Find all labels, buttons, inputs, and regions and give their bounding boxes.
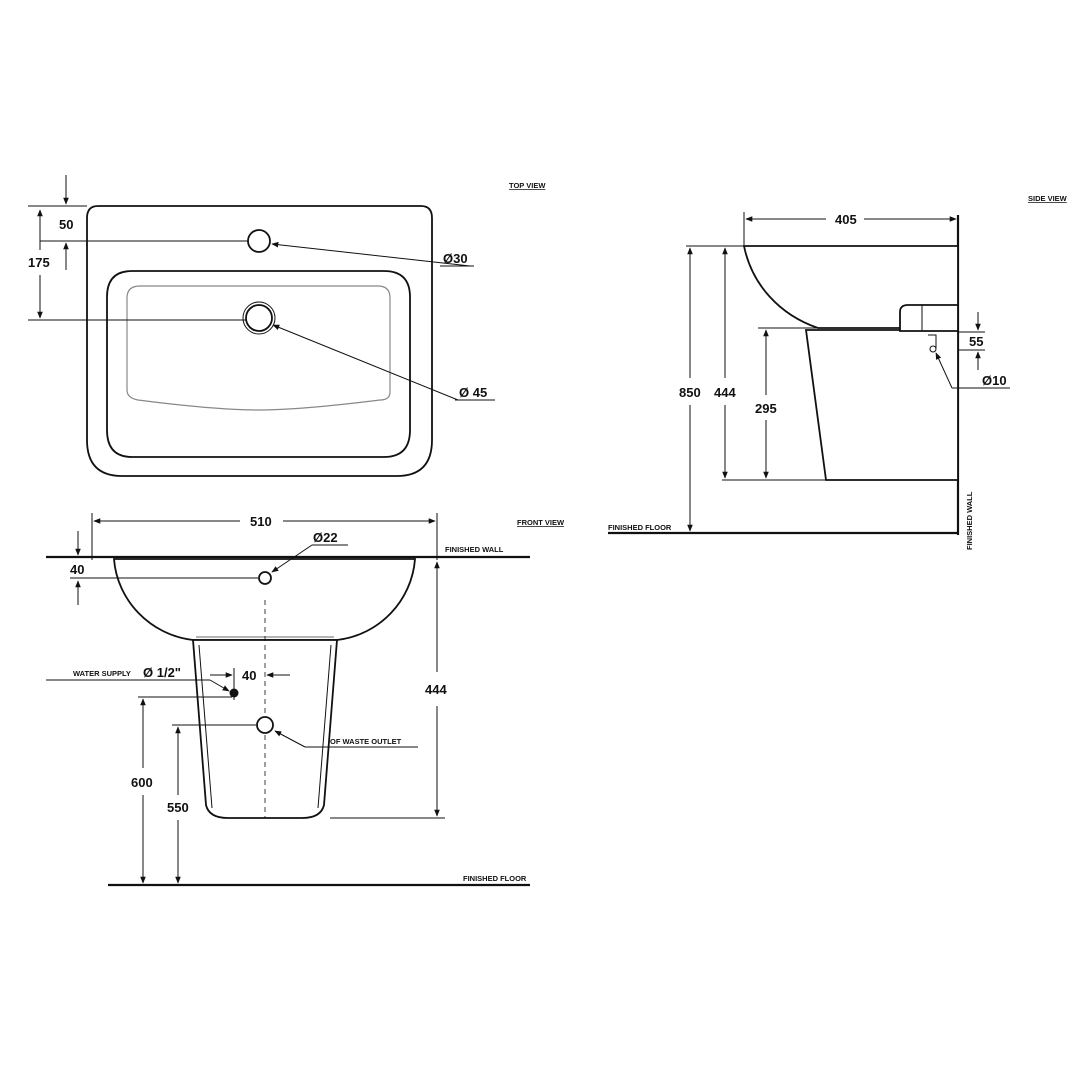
side-view-title: SIDE VIEW [1028, 194, 1068, 203]
bolt-hole [929, 345, 937, 353]
side-height-850: 850 [679, 385, 701, 400]
finished-wall-label-side: FINISHED WALL [965, 491, 974, 550]
finished-floor-label-side: FINISHED FLOOR [608, 523, 672, 532]
drain-hole-outer [242, 301, 276, 335]
drain-hole-label: Ø 45 [459, 385, 487, 400]
water-supply-size: Ø 1/2" [143, 665, 181, 680]
finished-floor-label-front: FINISHED FLOOR [463, 874, 527, 883]
side-height-444: 444 [714, 385, 736, 400]
dim-510: 510 [250, 514, 272, 529]
front-height-444: 444 [425, 682, 447, 697]
dim-40-top: 40 [70, 562, 84, 577]
tap-hole [247, 229, 271, 253]
top-view: TOP VIEW 50 175 Ø30 Ø 45 [28, 175, 546, 477]
dim-50: 50 [59, 217, 73, 232]
pedestal-side [804, 329, 959, 481]
wall-bracket [899, 304, 959, 332]
bolt-label: Ø10 [982, 373, 1007, 388]
overflow-hole [258, 571, 272, 585]
front-view-title: FRONT VIEW [517, 518, 565, 527]
dim-405: 405 [835, 212, 857, 227]
dim-175: 175 [28, 255, 50, 270]
dim-600: 600 [131, 775, 153, 790]
side-height-295: 295 [755, 401, 777, 416]
top-view-title: TOP VIEW [509, 181, 546, 190]
bowl-inner-top [126, 285, 391, 411]
waste-outlet-label: OF WASTE OUTLET [330, 737, 402, 746]
front-view: FRONT VIEW 510 FINISHED WALL Ø22 40 [46, 513, 565, 887]
side-view: SIDE VIEW FINISHED WALL FINISHED FLOOR 4… [608, 194, 1068, 550]
dim-40-offset: 40 [242, 668, 256, 683]
tap-hole-label: Ø30 [443, 251, 468, 266]
water-supply-label: WATER SUPPLY [73, 669, 131, 678]
finished-wall-label-front: FINISHED WALL [445, 545, 504, 554]
waste-outlet [256, 716, 274, 734]
overflow-label: Ø22 [313, 530, 338, 545]
dim-550: 550 [167, 800, 189, 815]
bowl-outline-top [106, 270, 411, 458]
dim-55: 55 [969, 334, 983, 349]
drain-hole [245, 304, 273, 332]
